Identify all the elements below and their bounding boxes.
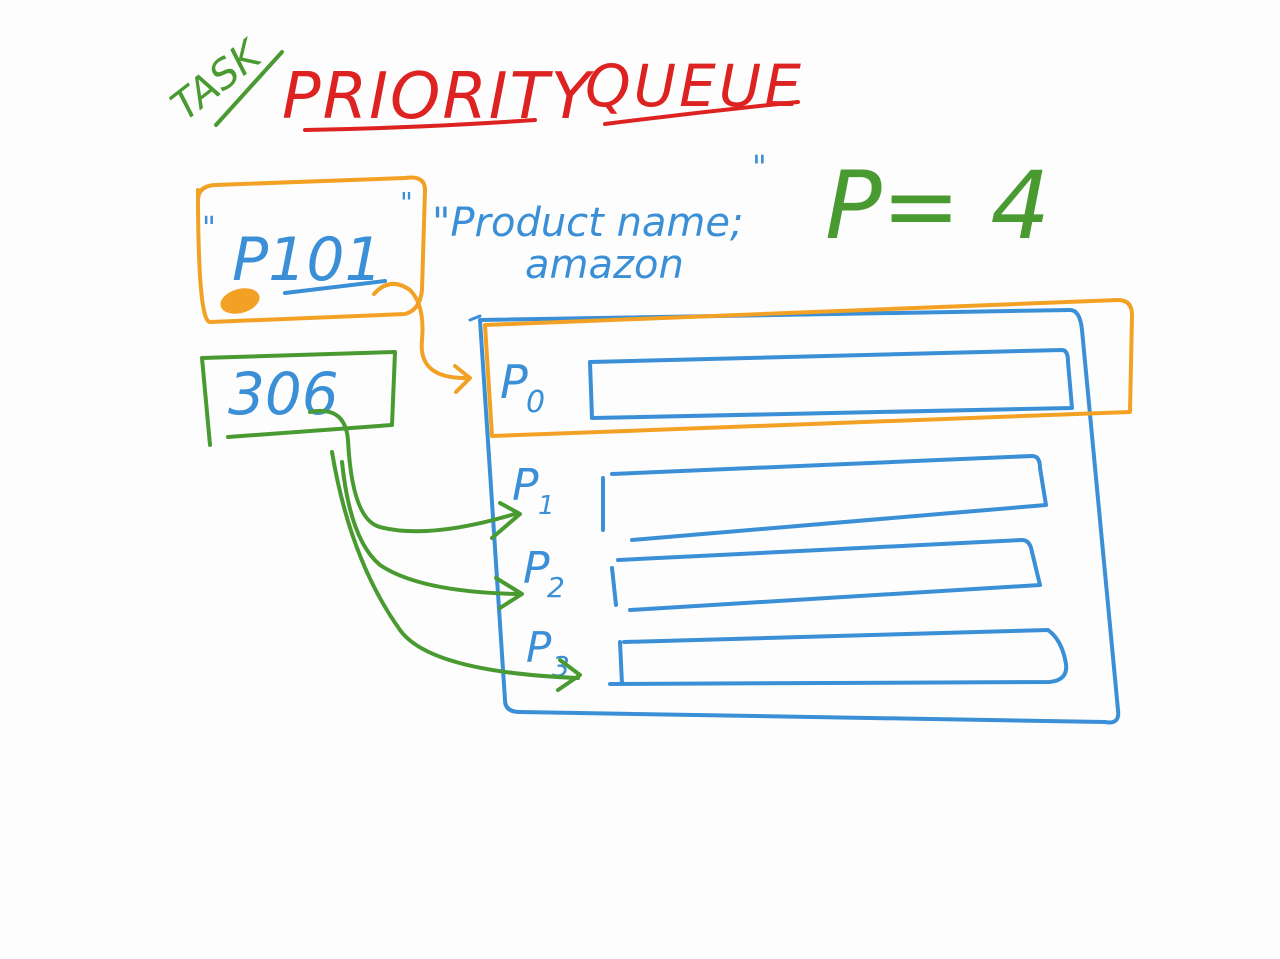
numeric-box-outline bbox=[200, 350, 397, 447]
title-queue-underline bbox=[603, 100, 800, 126]
level-sub-1: 1 bbox=[538, 491, 555, 521]
level-label-0: P bbox=[500, 355, 528, 409]
arrow-green-1-line bbox=[308, 408, 520, 534]
numeric-value: 306 bbox=[228, 360, 339, 428]
arrow-green-to-p1 bbox=[308, 408, 522, 540]
message-quote-right: " bbox=[400, 186, 413, 219]
queue-level-2: P 2 bbox=[523, 538, 1042, 612]
message-quote-left: " bbox=[202, 211, 216, 246]
arrow-green-to-p2 bbox=[340, 460, 524, 610]
queue-level-1: P 1 bbox=[512, 454, 1048, 542]
level-label-2: P bbox=[523, 543, 550, 594]
message-box-outline bbox=[196, 175, 427, 324]
arrow-orange-head bbox=[453, 364, 472, 394]
numeric-box: 306 bbox=[200, 350, 397, 447]
title-queue: QUEUE bbox=[585, 52, 804, 120]
payload-quote-close: " bbox=[752, 148, 767, 186]
arrow-orange-to-p0 bbox=[372, 282, 472, 394]
title-priority: PRIORITY bbox=[282, 60, 595, 134]
level-slot-0 bbox=[588, 348, 1074, 420]
message-box: " P101 " bbox=[196, 175, 427, 324]
title-priority-underline bbox=[303, 118, 537, 132]
payload-group: "Product name; amazon " bbox=[432, 148, 767, 288]
queue-level-3: P 3 bbox=[526, 623, 1069, 686]
level-sub-3: 3 bbox=[552, 650, 570, 683]
arrow-green-2-line bbox=[340, 460, 520, 596]
highlight-level-0 bbox=[483, 298, 1134, 438]
payload-line1: "Product name; bbox=[432, 200, 743, 246]
title-group: TASK PRIORITY QUEUE bbox=[163, 31, 804, 134]
level-slot-2 bbox=[610, 538, 1042, 612]
queue-container bbox=[468, 308, 1121, 725]
queue-corner-mark bbox=[468, 314, 482, 322]
level-slot-3 bbox=[608, 628, 1069, 686]
queue-level-0: P 0 bbox=[500, 348, 1074, 420]
arrow-green-1-head bbox=[490, 501, 522, 540]
arrow-green-2-head bbox=[494, 576, 524, 610]
queue-outline bbox=[478, 308, 1121, 725]
priority-value: P= 4 bbox=[825, 152, 1050, 261]
arrow-green-3-line bbox=[330, 450, 580, 680]
level-label-1: P bbox=[512, 460, 539, 511]
arrow-orange-line bbox=[372, 282, 467, 380]
message-id-underline bbox=[283, 279, 387, 295]
level-label-3: P bbox=[526, 623, 552, 672]
arrow-green-to-p3 bbox=[330, 450, 582, 692]
message-dot bbox=[220, 288, 260, 314]
task-underline bbox=[214, 50, 284, 127]
level-sub-2: 2 bbox=[547, 571, 565, 604]
level-slot-1 bbox=[601, 454, 1048, 542]
payload-line2: amazon bbox=[525, 242, 684, 288]
arrow-green-3-head bbox=[556, 658, 582, 692]
level-sub-0: 0 bbox=[526, 385, 545, 420]
